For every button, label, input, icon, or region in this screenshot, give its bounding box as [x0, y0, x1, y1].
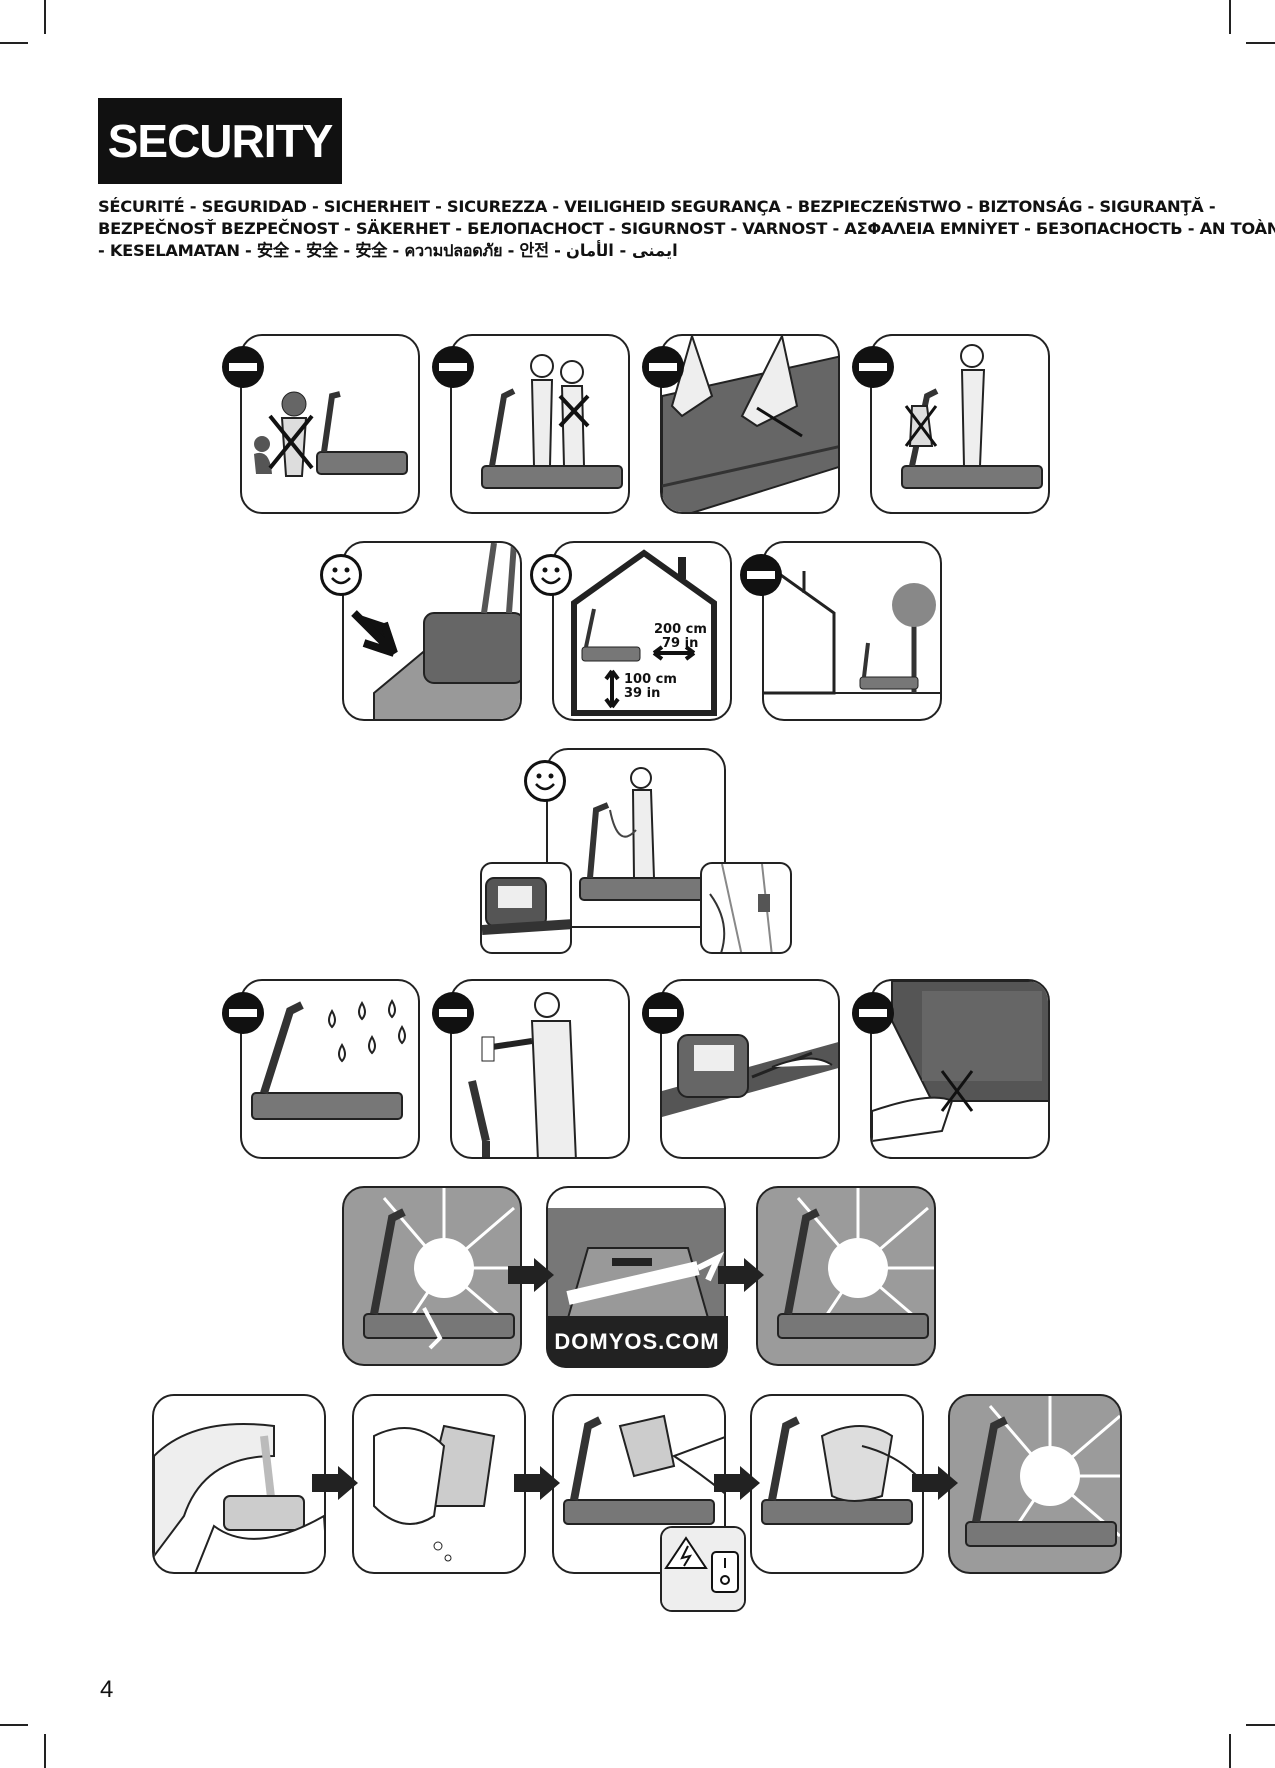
use-protective-mat-panel [342, 541, 522, 721]
page-title: SECURITY [98, 98, 342, 184]
smiley-face-icon [524, 760, 566, 802]
no-hands-in-motor-panel [870, 979, 1050, 1159]
smiley-face-icon [530, 554, 572, 596]
console-detail-panel [480, 862, 572, 954]
dry-cloth-panel [750, 1394, 924, 1574]
no-outdoor-use-panel [762, 541, 942, 721]
wring-sponge-panel [352, 1394, 526, 1574]
clearance-dimensions-panel: 200 cm 79 in 100 cm 39 in [552, 541, 732, 721]
crop-mark [1246, 42, 1275, 44]
repaired-treadmill-panel [756, 1186, 936, 1366]
no-entry-icon [642, 992, 684, 1034]
no-entry-icon [642, 346, 684, 388]
power-switch-panel [660, 1526, 746, 1612]
no-barefoot-panel [660, 334, 840, 514]
domyos-website-label: DOMYOS.COM [546, 1316, 728, 1368]
damaged-treadmill-panel [342, 1186, 522, 1366]
translations-line: SÉCURITÉ - SEGURIDAD - SICHERHEIT - SICU… [98, 197, 1216, 216]
height-cm-label: 100 cm [624, 672, 677, 687]
width-in-label: 79 in [662, 636, 698, 651]
crop-mark [44, 0, 46, 34]
wet-sponge-panel [152, 1394, 326, 1574]
crop-mark [1246, 1724, 1275, 1726]
crop-mark [0, 42, 28, 44]
width-cm-label: 200 cm [654, 622, 707, 637]
right-arrow-icon [508, 1258, 554, 1292]
no-entry-icon [740, 554, 782, 596]
no-entry-icon [432, 992, 474, 1034]
right-arrow-icon [912, 1466, 958, 1500]
safety-key-panel [546, 748, 726, 928]
right-arrow-icon [514, 1466, 560, 1500]
no-loose-clothing-panel [870, 334, 1050, 514]
right-arrow-icon [312, 1466, 358, 1500]
right-arrow-icon [718, 1258, 764, 1292]
height-in-label: 39 in [624, 686, 660, 701]
no-entry-icon [222, 346, 264, 388]
no-sharp-objects-panel [660, 979, 840, 1159]
no-children-pets-panel [240, 334, 420, 514]
clip-detail-panel [700, 862, 792, 954]
translations-line: - KESELAMATAN - 安全 - 安全 - 安全 - ความปลอดภ… [98, 241, 678, 260]
one-user-only-panel [450, 334, 630, 514]
no-spilling-liquid-panel [450, 979, 630, 1159]
page-title-text: SECURITY [107, 115, 334, 167]
no-humidity-panel [240, 979, 420, 1159]
translations-line: BEZPEČNOSŤ BEZPEČNOST - SÄKERHET - БЕЛОП… [98, 219, 1275, 238]
page-number: 4 [100, 1676, 114, 1703]
crop-mark [1229, 1734, 1231, 1768]
right-arrow-icon [714, 1466, 760, 1500]
translations-block: SÉCURITÉ - SEGURIDAD - SICHERHEIT - SICU… [98, 196, 1275, 262]
no-entry-icon [852, 346, 894, 388]
clean-treadmill-panel [948, 1394, 1122, 1574]
no-entry-icon [432, 346, 474, 388]
crop-mark [44, 1734, 46, 1768]
crop-mark [1229, 0, 1231, 34]
no-entry-icon [222, 992, 264, 1034]
crop-mark [0, 1724, 28, 1726]
smiley-face-icon [320, 554, 362, 596]
no-entry-icon [852, 992, 894, 1034]
